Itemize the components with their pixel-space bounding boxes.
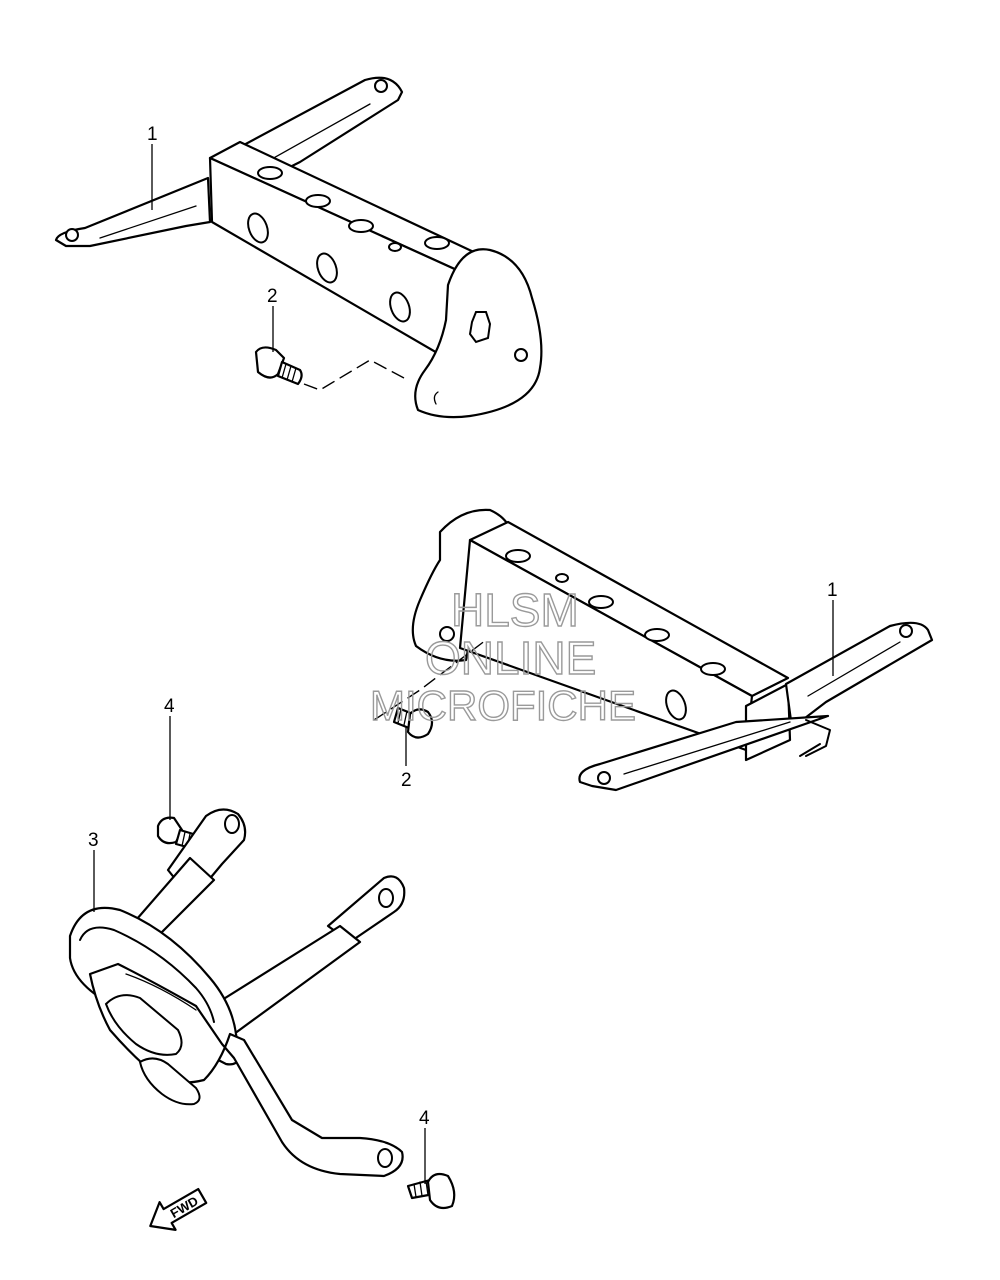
front-guard <box>68 808 406 1178</box>
bolt-lower <box>373 639 487 739</box>
watermark-line-3: MICROFICHE <box>370 682 636 729</box>
watermark-line-2: ONLINE <box>425 632 596 684</box>
bolt-4-lower <box>406 1172 456 1210</box>
watermark-line-1: HLSM <box>451 584 579 636</box>
callout-4-lower: 4 <box>419 1108 430 1129</box>
bolt-upper <box>254 346 405 391</box>
callout-1-upper: 1 <box>147 124 158 145</box>
callout-4-upper: 4 <box>164 696 175 717</box>
callout-1-lower: 1 <box>827 580 838 601</box>
lower-footrest-bracket <box>411 508 934 792</box>
callout-3: 3 <box>88 830 99 851</box>
callout-2-lower: 2 <box>401 770 412 791</box>
forward-arrow-icon: FWD <box>149 1187 208 1231</box>
upper-footrest-bracket <box>54 76 543 419</box>
callout-2-upper: 2 <box>267 286 278 307</box>
